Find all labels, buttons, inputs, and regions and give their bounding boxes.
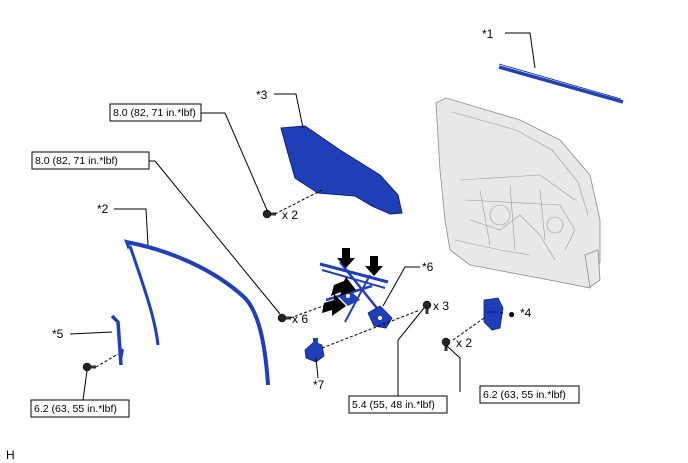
part-2-glass-run [124,239,270,386]
bolt-pulley [441,337,451,351]
bolt-regulator [277,313,291,323]
callout-4: *4 [520,306,532,320]
part-3-door-glass [280,125,403,215]
bolt-motor [422,300,432,314]
callout-1: *1 [482,27,494,41]
qty-regulator-bolts: x 6 [292,312,308,326]
part-1-weatherstrip [498,63,624,104]
torque-box-regulator: 8.0 (82, 71 in.*lbf) [31,151,150,170]
door-panel [435,97,601,289]
bolt-channel [82,362,96,372]
arrow-right-2 [322,294,346,316]
figure-letter: H [6,448,15,462]
callout-2: *2 [97,202,109,216]
qty-pulley-bolts: x 2 [456,336,472,350]
part-7-regulator-motor [304,338,325,363]
callout-3: *3 [256,88,268,102]
bolts [82,209,451,372]
part-4-bracket [483,297,504,331]
leader-lines [69,32,536,401]
torque-box-motor: 5.4 (55, 48 in.*lbf) [348,395,448,414]
qty-motor-bolts: x 3 [433,299,449,313]
torque-pulley-text: 6.2 (63, 55 in.*lbf) [483,389,566,401]
dashed-guides [95,189,485,368]
bolt-glass [262,209,276,219]
part-6-window-regulator [319,261,393,329]
arrow-right-1 [331,277,356,296]
install-arrows [322,248,383,316]
arrow-down-1 [337,248,355,268]
callout-6: *6 [422,260,434,274]
torque-regulator-text: 8.0 (82, 71 in.*lbf) [35,155,118,167]
torque-box-glass: 8.0 (82, 71 in.*lbf) [109,103,202,122]
part-5-lower-channel [110,314,124,366]
torque-motor-text: 5.4 (55, 48 in.*lbf) [352,399,435,411]
legend-dot: ● [508,307,515,321]
qty-glass-bolts: x 2 [282,208,298,222]
torque-channel-text: 6.2 (63, 55 in.*lbf) [34,403,117,415]
torque-box-pulley: 6.2 (63, 55 in.*lbf) [479,385,580,404]
callout-5: *5 [52,327,64,341]
torque-box-channel: 6.2 (63, 55 in.*lbf) [30,399,130,418]
callout-7: *7 [313,378,325,392]
arrow-down-2 [365,256,383,276]
torque-glass-text: 8.0 (82, 71 in.*lbf) [113,107,196,119]
